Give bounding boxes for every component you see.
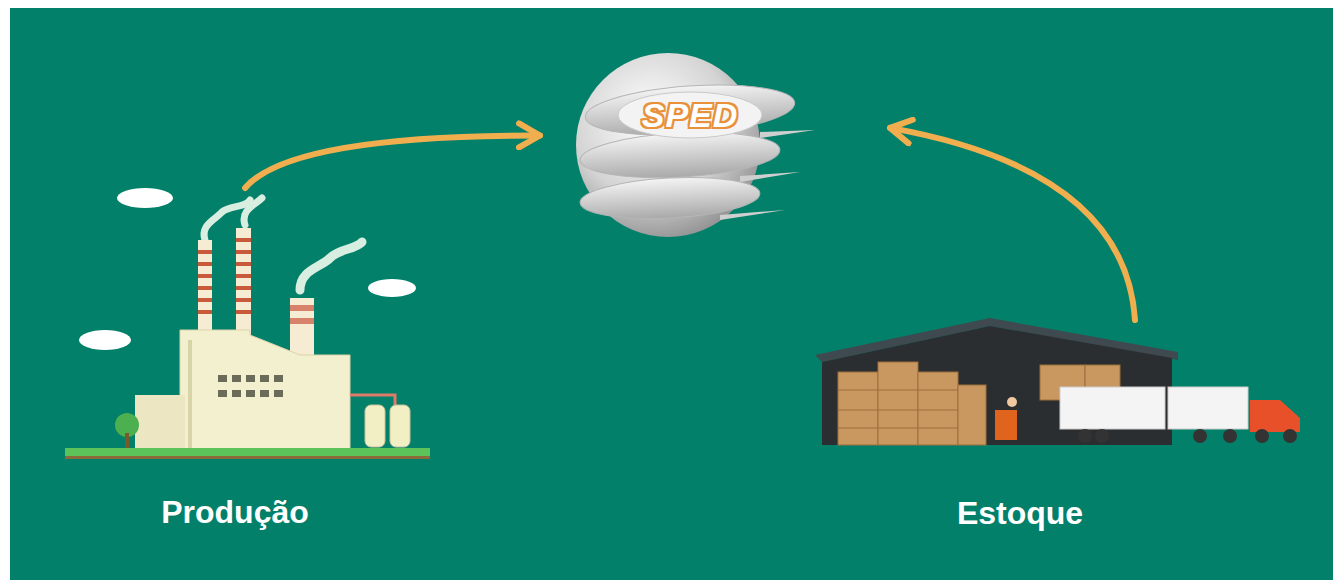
factory-building: [180, 330, 350, 450]
warehouse-interior: [822, 326, 1172, 445]
factory-annex: [135, 395, 185, 450]
truck-trailer: [1060, 387, 1165, 429]
chimney: [236, 228, 251, 338]
chimney: [198, 240, 212, 330]
sped-node: SPED: [540, 50, 890, 240]
cloud: [117, 188, 173, 208]
tank: [365, 405, 385, 447]
node-label: SPED: [610, 93, 770, 137]
pipe: [188, 340, 192, 450]
worker: [1007, 397, 1017, 407]
truck-trailer: [1168, 387, 1248, 429]
node-label: Produção: [135, 490, 335, 534]
tank: [390, 405, 410, 447]
stage-node: Estoque: [810, 320, 1310, 535]
tree-trunk: [125, 433, 129, 450]
smoke: [300, 242, 362, 290]
pipe: [350, 395, 395, 405]
chimney: [290, 298, 314, 358]
node-label: Estoque: [920, 491, 1120, 535]
globe-streak: [760, 130, 815, 138]
truck-cab: [1250, 400, 1300, 432]
ground: [65, 448, 430, 456]
smoke: [244, 198, 262, 225]
stage-node: Produção: [60, 188, 440, 535]
forklift: [995, 410, 1017, 440]
box-lines: [838, 390, 958, 428]
flow-arrow: [245, 135, 540, 188]
globe-streak: [740, 172, 800, 182]
cloud: [368, 279, 416, 297]
factory-windows: [218, 375, 283, 397]
warehouse-illustration: [815, 318, 1300, 445]
truck-wheels: [1078, 429, 1297, 443]
sped-globe: [576, 53, 815, 237]
factory-illustration: [65, 188, 430, 459]
ground-edge: [65, 456, 430, 459]
globe-streak: [720, 210, 785, 220]
flow-arrow: [890, 128, 1135, 320]
cloud: [79, 330, 131, 350]
